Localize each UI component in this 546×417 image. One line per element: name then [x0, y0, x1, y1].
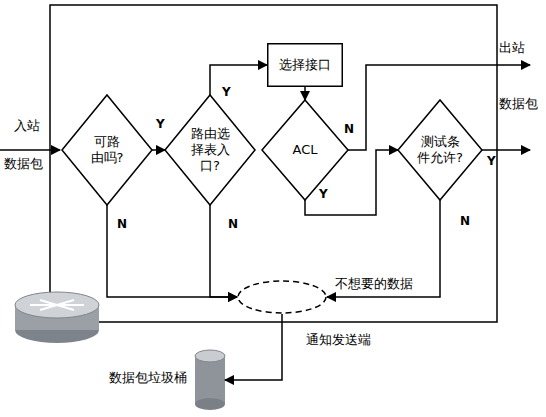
connector	[225, 314, 282, 380]
node-outline	[195, 350, 225, 410]
router-frame	[50, 5, 497, 322]
inbound-arrow	[0, 149, 60, 151]
collection-ellipse: 不想要的数据	[237, 280, 327, 314]
note-label: 入站	[14, 118, 40, 134]
node-text: ACL	[293, 142, 318, 158]
branch-label: N	[228, 217, 238, 231]
branch-label: N	[460, 214, 470, 228]
node-text: 测试条件允许?	[417, 134, 464, 167]
connector	[327, 200, 440, 297]
connector	[152, 149, 165, 151]
branch-label: Y	[319, 187, 328, 201]
branch-label: N	[117, 217, 127, 231]
note-label: 通知发送端	[306, 332, 371, 348]
connector	[304, 87, 306, 100]
outbound-arrow	[482, 149, 530, 151]
decision-diamond: ACL	[262, 100, 348, 200]
node-text: 可路由吗?	[89, 134, 125, 167]
decision-diamond: 路由选择表入口?	[165, 95, 255, 205]
connector	[107, 205, 237, 297]
node-text: 路由选择表入口?	[189, 126, 231, 175]
trash-bin: 数据包垃圾桶	[195, 350, 225, 410]
note-label: 出站	[499, 40, 525, 56]
router-icon	[15, 292, 99, 343]
node-label: 不想要的数据	[335, 276, 413, 292]
branch-label: Y	[222, 85, 231, 99]
node-label: 数据包垃圾桶	[109, 370, 187, 386]
note-label: 数据包	[499, 96, 538, 112]
connector	[210, 65, 267, 95]
note-label: 数据包	[4, 156, 43, 172]
branch-label: Y	[156, 117, 165, 131]
decision-diamond: 测试条件允许?	[398, 100, 482, 200]
process-box: 选择接口	[267, 43, 343, 87]
decision-diamond: 可路由吗?	[62, 95, 152, 205]
node-outline	[237, 280, 327, 314]
node-text: 选择接口	[279, 57, 331, 73]
branch-label: N	[344, 122, 354, 136]
branch-label: Y	[487, 154, 496, 168]
